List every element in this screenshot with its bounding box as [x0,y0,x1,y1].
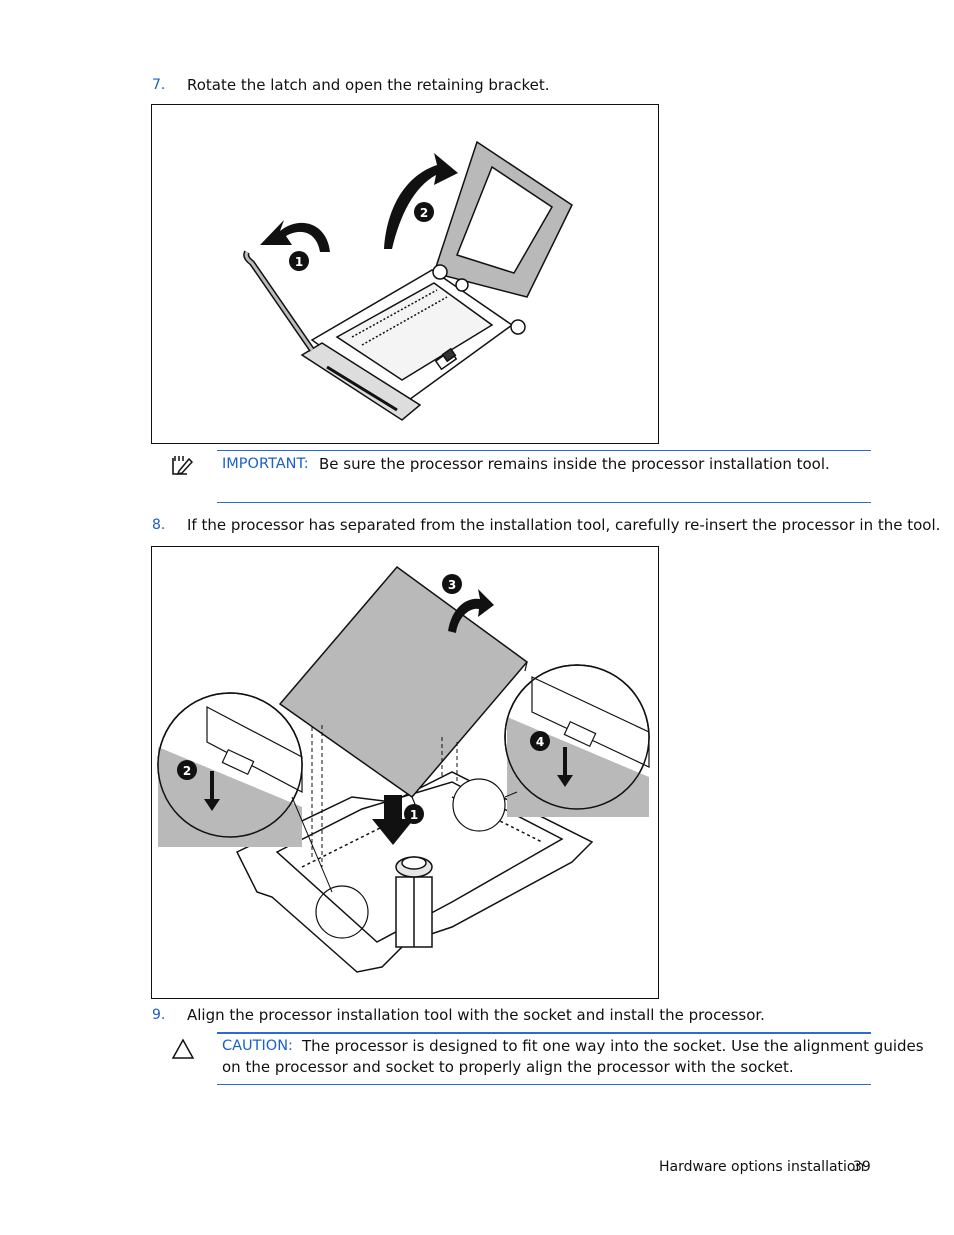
callout-3: 3 [442,574,462,594]
socket-base [300,269,514,421]
important-top-rule [217,450,871,451]
footer-section: Hardware options installation [659,1159,865,1175]
step-8-text: If the processor has separated from the … [187,516,941,534]
svg-text:1: 1 [295,255,303,269]
caution-label: CAUTION: [222,1038,293,1054]
arrow-rotate-processor [448,589,494,633]
warning-triangle-icon [171,1038,195,1060]
figure-open-retaining-bracket: 1 2 [151,104,659,444]
important-label: IMPORTANT: [222,456,309,472]
pencil-note-icon [171,454,194,476]
callout-2: 2 [177,760,197,780]
latch-lever [243,250,315,352]
step-7-text: Rotate the latch and open the retaining … [187,76,550,94]
footer-page-number: 39 [853,1159,871,1175]
svg-text:4: 4 [536,735,544,749]
step-7-number: 7. [152,77,166,93]
svg-text:2: 2 [183,764,191,778]
svg-text:1: 1 [410,808,418,822]
caution-text-line2: on the processor and socket to properly … [222,1058,794,1076]
figure-reinsert-processor: 1 2 3 4 [151,546,659,999]
callout-1: 1 [404,804,424,824]
step-8-number: 8. [152,517,166,533]
zoom-detail-right [452,664,650,832]
arrow-lower-processor [372,795,414,845]
arrow-rotate-latch [260,220,330,252]
callout-2: 2 [414,202,434,222]
callout-1: 1 [289,251,309,271]
svg-text:2: 2 [420,206,428,220]
caution-top-rule [217,1032,871,1034]
caution-text-line1: The processor is designed to fit one way… [302,1037,924,1055]
callout-4: 4 [530,731,550,751]
retaining-bracket [432,140,573,335]
caution-bottom-rule [217,1084,871,1085]
important-text: Be sure the processor remains inside the… [319,455,830,473]
important-bottom-rule [217,502,871,503]
svg-text:3: 3 [448,578,456,592]
step-9-text: Align the processor installation tool wi… [187,1006,765,1024]
arrow-open-bracket [384,153,458,249]
alignment-guides [311,725,458,867]
step-9-number: 9. [152,1007,166,1023]
